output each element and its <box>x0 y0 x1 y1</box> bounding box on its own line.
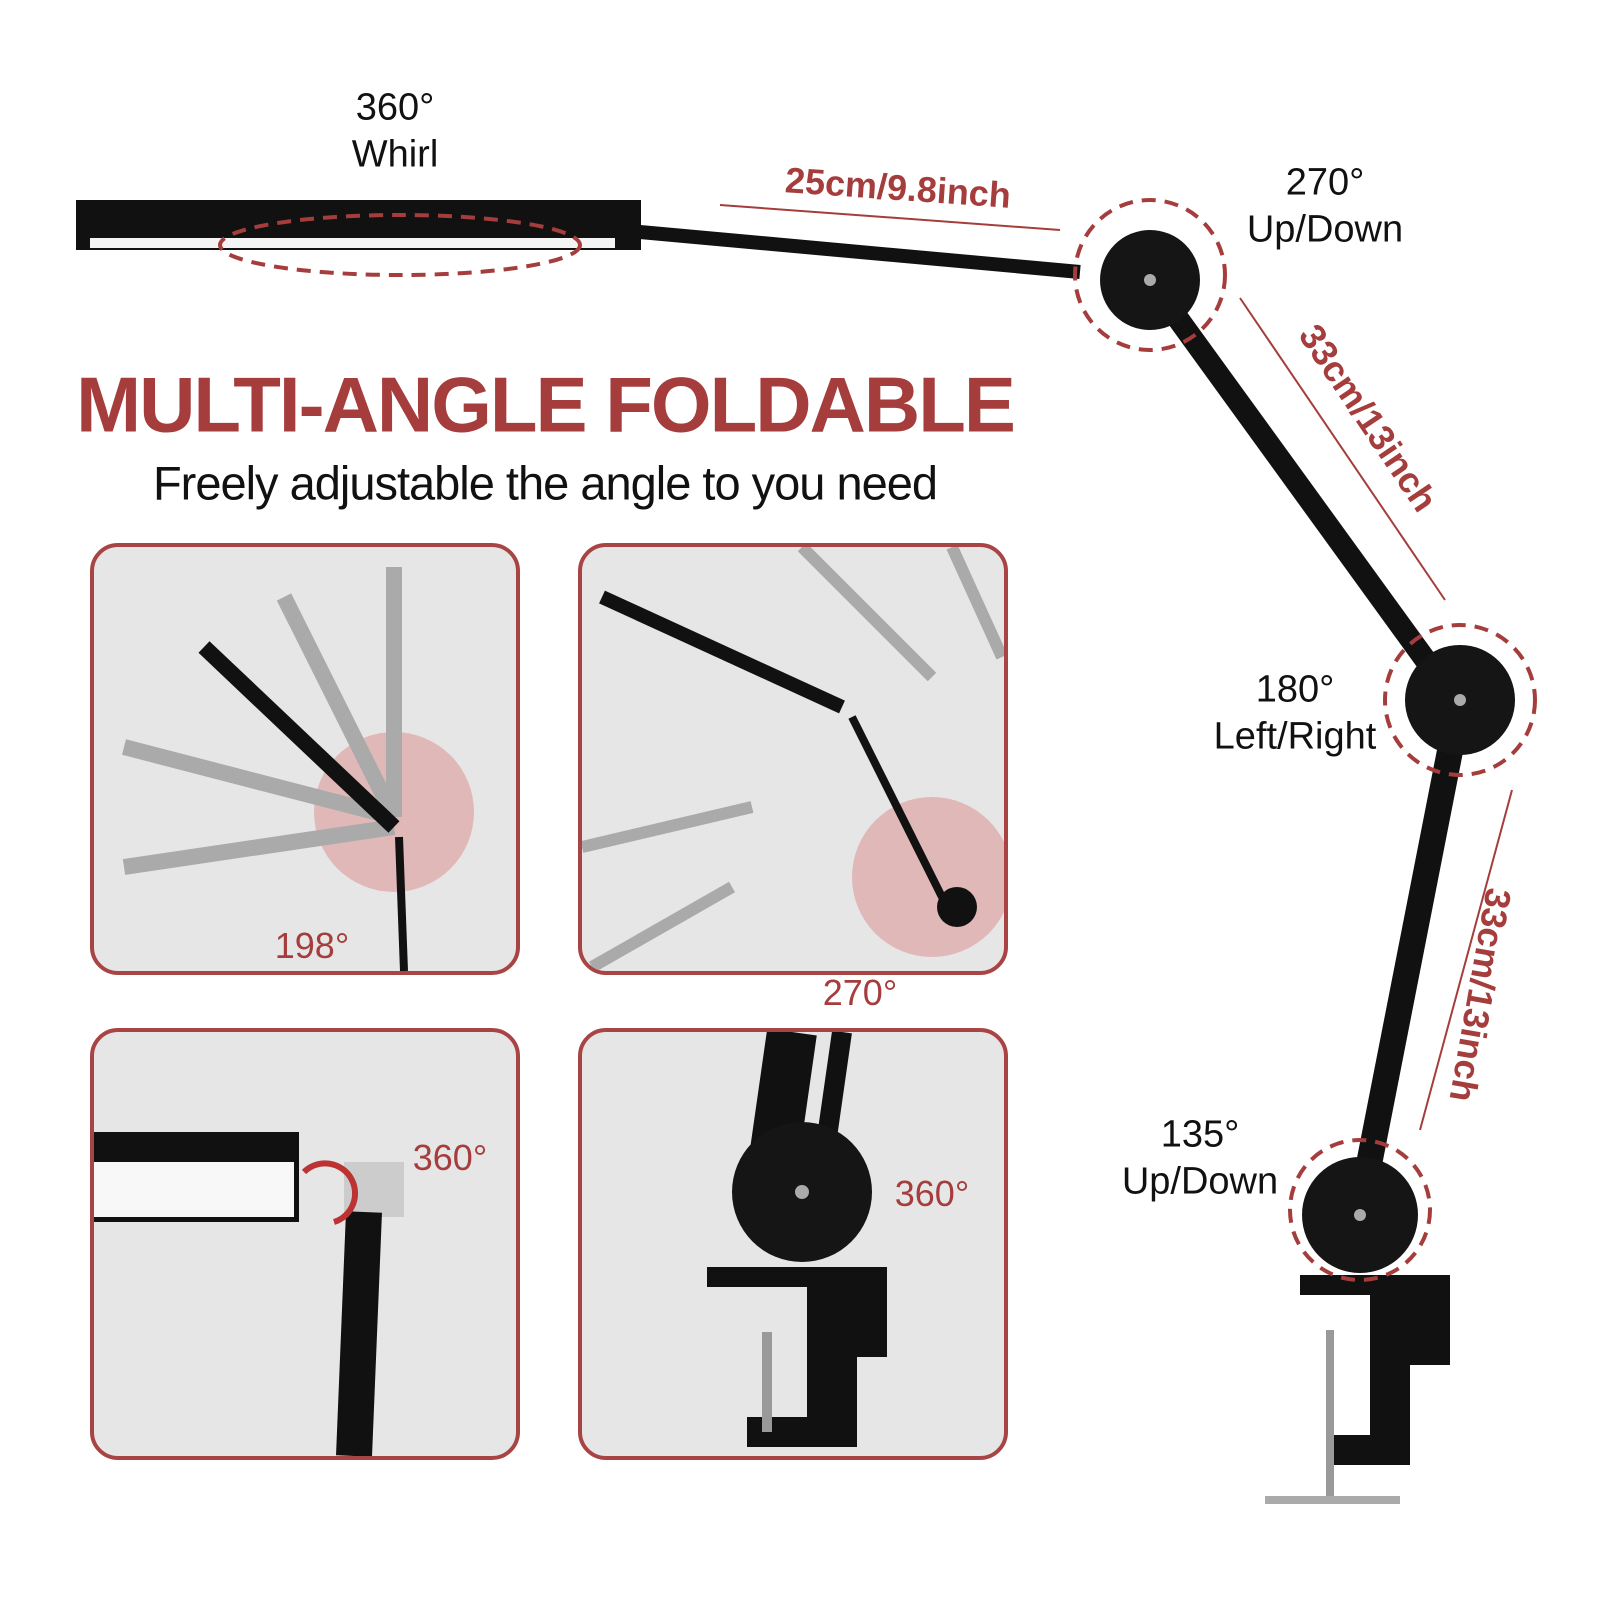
joint1-label: Up/Down <box>1246 208 1404 251</box>
subtitle: Freely adjustable the angle to you need <box>152 456 938 510</box>
panel4-angle: 360° <box>894 1173 970 1214</box>
joint3-arc <box>1288 1138 1432 1282</box>
panel-head-rotate <box>90 1028 520 1460</box>
joint2-label: Left/Right <box>1213 715 1377 758</box>
whirl-angle: 360° <box>355 86 435 129</box>
panel-base-rotate <box>578 1028 1008 1460</box>
arm-3 <box>1347 697 1473 1213</box>
clamp <box>1300 1275 1450 1465</box>
panel3-angle: 360° <box>412 1137 488 1178</box>
joint1-angle: 270° <box>1285 161 1365 204</box>
panel2-angle: 270° <box>822 972 898 1013</box>
arm-1 <box>639 225 1081 279</box>
joint2-angle: 180° <box>1255 668 1335 711</box>
joint3-label: Up/Down <box>1121 1160 1279 1203</box>
panel-head-tilt <box>90 543 520 975</box>
arm-2 <box>1141 273 1449 687</box>
panel1-angle: 198° <box>274 925 350 966</box>
panel-arm-tilt <box>578 543 1008 975</box>
joint1-arc <box>1073 198 1227 352</box>
page-title: MULTI-ANGLE FOLDABLE <box>76 360 1016 449</box>
whirl-arc <box>218 213 582 277</box>
whirl-label: Whirl <box>351 133 439 176</box>
joint3-angle: 135° <box>1160 1113 1240 1156</box>
joint2-arc <box>1383 623 1537 777</box>
